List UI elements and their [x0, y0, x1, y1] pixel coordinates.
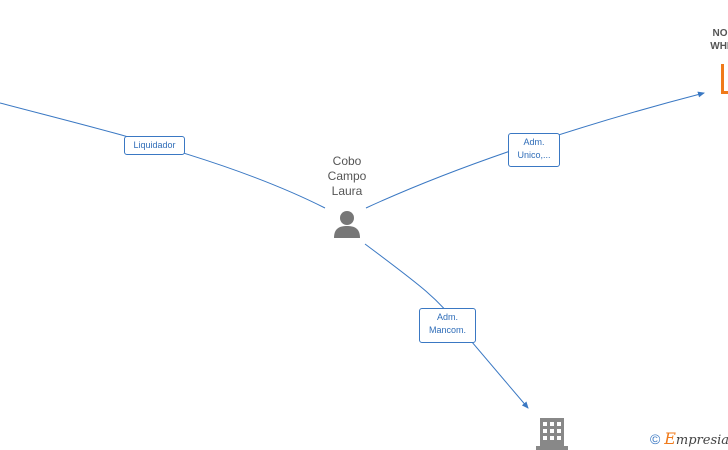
person-name-line: Cobo	[332, 154, 362, 168]
edge-label-adm-mancom[interactable]: Adm. Mancom.	[419, 308, 476, 343]
brand-logo: Empresia	[664, 429, 728, 448]
edge-label-adm-unico[interactable]: Adm. Unico,...	[508, 133, 560, 167]
edge-label-text: Adm.	[436, 312, 458, 322]
edge-label-text: Adm.	[523, 137, 545, 147]
edge-label-text: Unico,...	[517, 150, 551, 160]
edge-liquidador	[0, 102, 326, 209]
edge-label-text: Liquidador	[133, 140, 176, 150]
company-top-right-name[interactable]: NO WHI	[690, 27, 728, 53]
edge-label-liquidador[interactable]: Liquidador	[124, 136, 185, 155]
brand-initial: E	[664, 429, 676, 448]
building-icon[interactable]	[536, 418, 568, 450]
company-orange-icon[interactable]	[721, 64, 728, 94]
footer-brand[interactable]: © Empresia	[650, 429, 728, 448]
person-icon[interactable]	[334, 211, 360, 238]
brand-name: mpresia	[675, 433, 728, 448]
person-name[interactable]: Cobo Campo Laura	[316, 154, 378, 199]
copyright-symbol: ©	[650, 431, 661, 447]
company-name-line: NO	[712, 28, 728, 39]
edge-label-text: Mancom.	[428, 325, 466, 335]
person-name-line: Campo	[327, 169, 367, 183]
company-name-line: WHI	[710, 41, 728, 52]
person-name-line: Laura	[331, 184, 363, 198]
